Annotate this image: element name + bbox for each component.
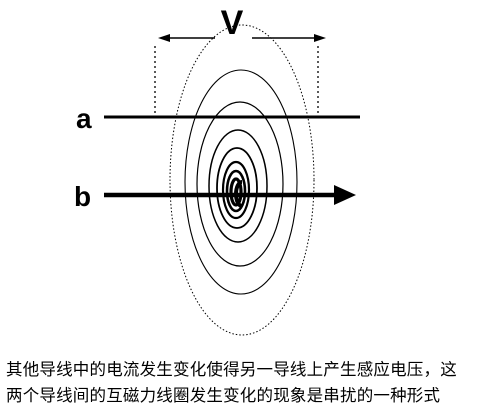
flux-ring-4 (216, 147, 258, 229)
flux-ring-5 (208, 129, 268, 243)
figure-caption: 其他导线中的电流发生变化使得另一导线上产生感应电压，这 两个导线间的互磁力线圈发… (6, 357, 484, 409)
wire-b-arrowhead (334, 185, 356, 205)
crosstalk-diagram: V a b (74, 4, 360, 336)
magnetic-flux-lines (169, 24, 315, 336)
voltage-span-arrow (158, 34, 326, 42)
voltage-label: V (221, 4, 244, 42)
flux-ring-8 (169, 24, 315, 336)
caption-line-1: 其他导线中的电流发生变化使得另一导线上产生感应电压，这 (6, 360, 457, 379)
wire-b-label: b (74, 181, 91, 212)
flux-ring-1 (229, 177, 243, 207)
flux-ring-3 (221, 160, 251, 220)
flux-ring-7 (184, 69, 298, 295)
caption-line-2: 两个导线间的互磁力线圈发生变化的现象是串扰的一种形式 (6, 386, 441, 405)
wire-a-label: a (76, 103, 92, 134)
flux-ring-2 (225, 169, 247, 213)
voltage-measurement-leads (154, 46, 319, 114)
flux-ring-6 (196, 101, 284, 267)
